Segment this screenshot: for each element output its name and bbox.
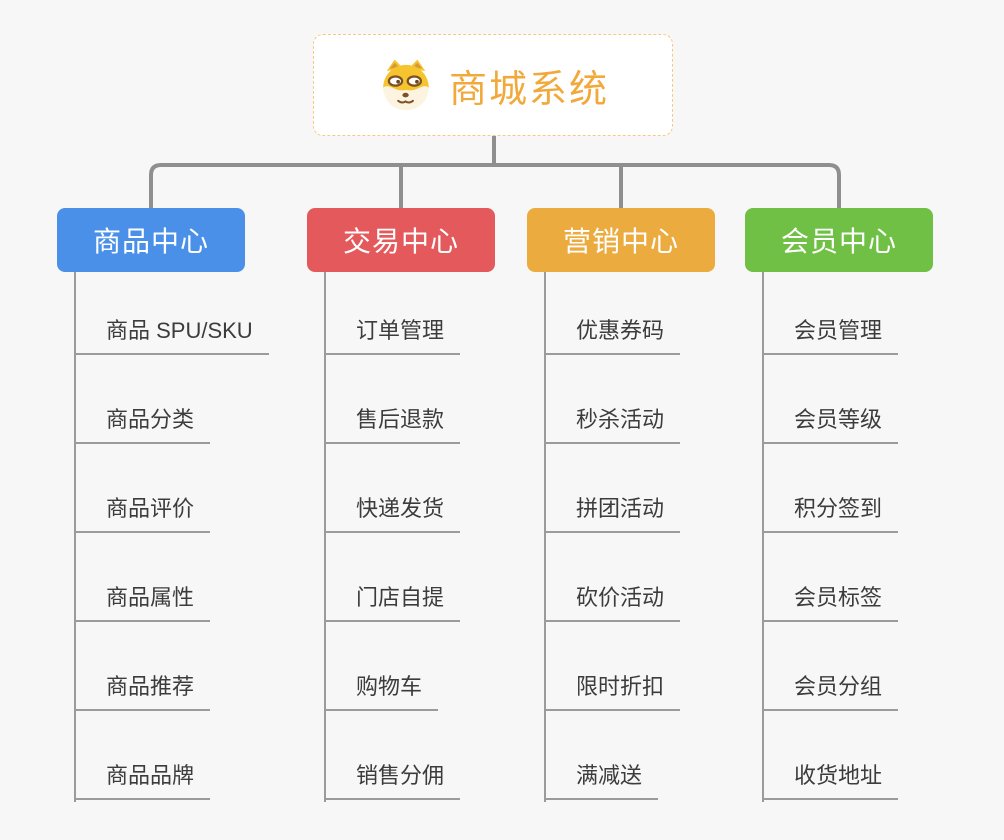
child-node-label: 会员管理 bbox=[794, 318, 883, 343]
child-node-label: 销售分佣 bbox=[356, 763, 445, 788]
child-node-label: 会员等级 bbox=[794, 407, 883, 432]
branch-spine-line bbox=[324, 272, 326, 802]
branch-spine-line bbox=[74, 272, 76, 802]
child-node[interactable]: 售后退款 bbox=[324, 355, 461, 444]
branch-node-1[interactable]: 交易中心 bbox=[307, 208, 495, 272]
child-node[interactable]: 会员标签 bbox=[762, 533, 899, 622]
child-node[interactable]: 砍价活动 bbox=[544, 533, 681, 622]
child-node[interactable]: 积分签到 bbox=[762, 444, 899, 533]
child-node[interactable]: 会员分组 bbox=[762, 622, 899, 711]
child-node[interactable]: 会员等级 bbox=[762, 355, 899, 444]
branch-node-2[interactable]: 营销中心 bbox=[527, 208, 715, 272]
child-node[interactable]: 收货地址 bbox=[762, 711, 899, 800]
child-node[interactable]: 优惠券码 bbox=[544, 272, 681, 355]
child-node[interactable]: 商品品牌 bbox=[74, 711, 211, 800]
child-node[interactable]: 满减送 bbox=[544, 711, 659, 800]
child-node-label: 限时折扣 bbox=[576, 674, 665, 699]
child-node-label: 售后退款 bbox=[356, 407, 445, 432]
branch-node-label: 营销中心 bbox=[562, 226, 679, 257]
child-node[interactable]: 拼团活动 bbox=[544, 444, 681, 533]
child-node-label: 购物车 bbox=[356, 674, 423, 699]
child-node-label: 商品推荐 bbox=[106, 674, 195, 699]
child-node-label: 优惠券码 bbox=[576, 318, 665, 343]
child-node[interactable]: 销售分佣 bbox=[324, 711, 461, 800]
child-node[interactable]: 商品分类 bbox=[74, 355, 211, 444]
branch-rail-line bbox=[149, 163, 841, 208]
branch-children-1: 订单管理售后退款快递发货门店自提购物车销售分佣 bbox=[324, 272, 461, 802]
branch-spine-line bbox=[762, 272, 764, 802]
child-node-label: 拼团活动 bbox=[576, 496, 665, 521]
doge-face-icon bbox=[377, 57, 435, 113]
child-node-label: 秒杀活动 bbox=[576, 407, 665, 432]
branch-node-label: 交易中心 bbox=[342, 226, 459, 257]
child-node-label: 商品分类 bbox=[106, 407, 195, 432]
child-node-label: 门店自提 bbox=[356, 585, 445, 610]
child-node[interactable]: 购物车 bbox=[324, 622, 439, 711]
child-node[interactable]: 商品评价 bbox=[74, 444, 211, 533]
root-node-label: 商城系统 bbox=[448, 68, 609, 111]
child-node[interactable]: 商品 SPU/SKU bbox=[74, 272, 269, 355]
branch-spine-line bbox=[544, 272, 546, 802]
branch-node-label: 商品中心 bbox=[92, 226, 209, 257]
root-node[interactable]: 商城系统 bbox=[313, 34, 673, 136]
child-node-label: 商品评价 bbox=[106, 496, 195, 521]
branch-node-0[interactable]: 商品中心 bbox=[57, 208, 245, 272]
child-node[interactable]: 会员管理 bbox=[762, 272, 899, 355]
child-node[interactable]: 限时折扣 bbox=[544, 622, 681, 711]
child-node-label: 会员分组 bbox=[794, 674, 883, 699]
child-node-label: 积分签到 bbox=[794, 496, 883, 521]
child-node-label: 满减送 bbox=[576, 763, 643, 788]
child-node-label: 商品属性 bbox=[106, 585, 195, 610]
child-node-label: 快递发货 bbox=[356, 496, 445, 521]
branch-children-3: 会员管理会员等级积分签到会员标签会员分组收货地址 bbox=[762, 272, 899, 802]
child-node-label: 会员标签 bbox=[794, 585, 883, 610]
branch-children-0: 商品 SPU/SKU 商品分类商品评价商品属性商品推荐商品品牌 bbox=[74, 272, 269, 802]
branch-children-2: 优惠券码秒杀活动拼团活动砍价活动限时折扣满减送 bbox=[544, 272, 681, 802]
child-node[interactable]: 快递发货 bbox=[324, 444, 461, 533]
child-node-label: 商品品牌 bbox=[106, 763, 195, 788]
child-node[interactable]: 门店自提 bbox=[324, 533, 461, 622]
child-node[interactable]: 秒杀活动 bbox=[544, 355, 681, 444]
child-node-label: 收货地址 bbox=[794, 763, 883, 788]
child-node[interactable]: 商品属性 bbox=[74, 533, 211, 622]
branch-node-label: 会员中心 bbox=[780, 226, 897, 257]
child-node[interactable]: 商品推荐 bbox=[74, 622, 211, 711]
child-node-label: 砍价活动 bbox=[576, 585, 665, 610]
child-node-label: 商品 SPU/SKU bbox=[106, 318, 253, 343]
child-node-label: 订单管理 bbox=[356, 318, 445, 343]
branch-node-3[interactable]: 会员中心 bbox=[745, 208, 933, 272]
child-node[interactable]: 订单管理 bbox=[324, 272, 461, 355]
